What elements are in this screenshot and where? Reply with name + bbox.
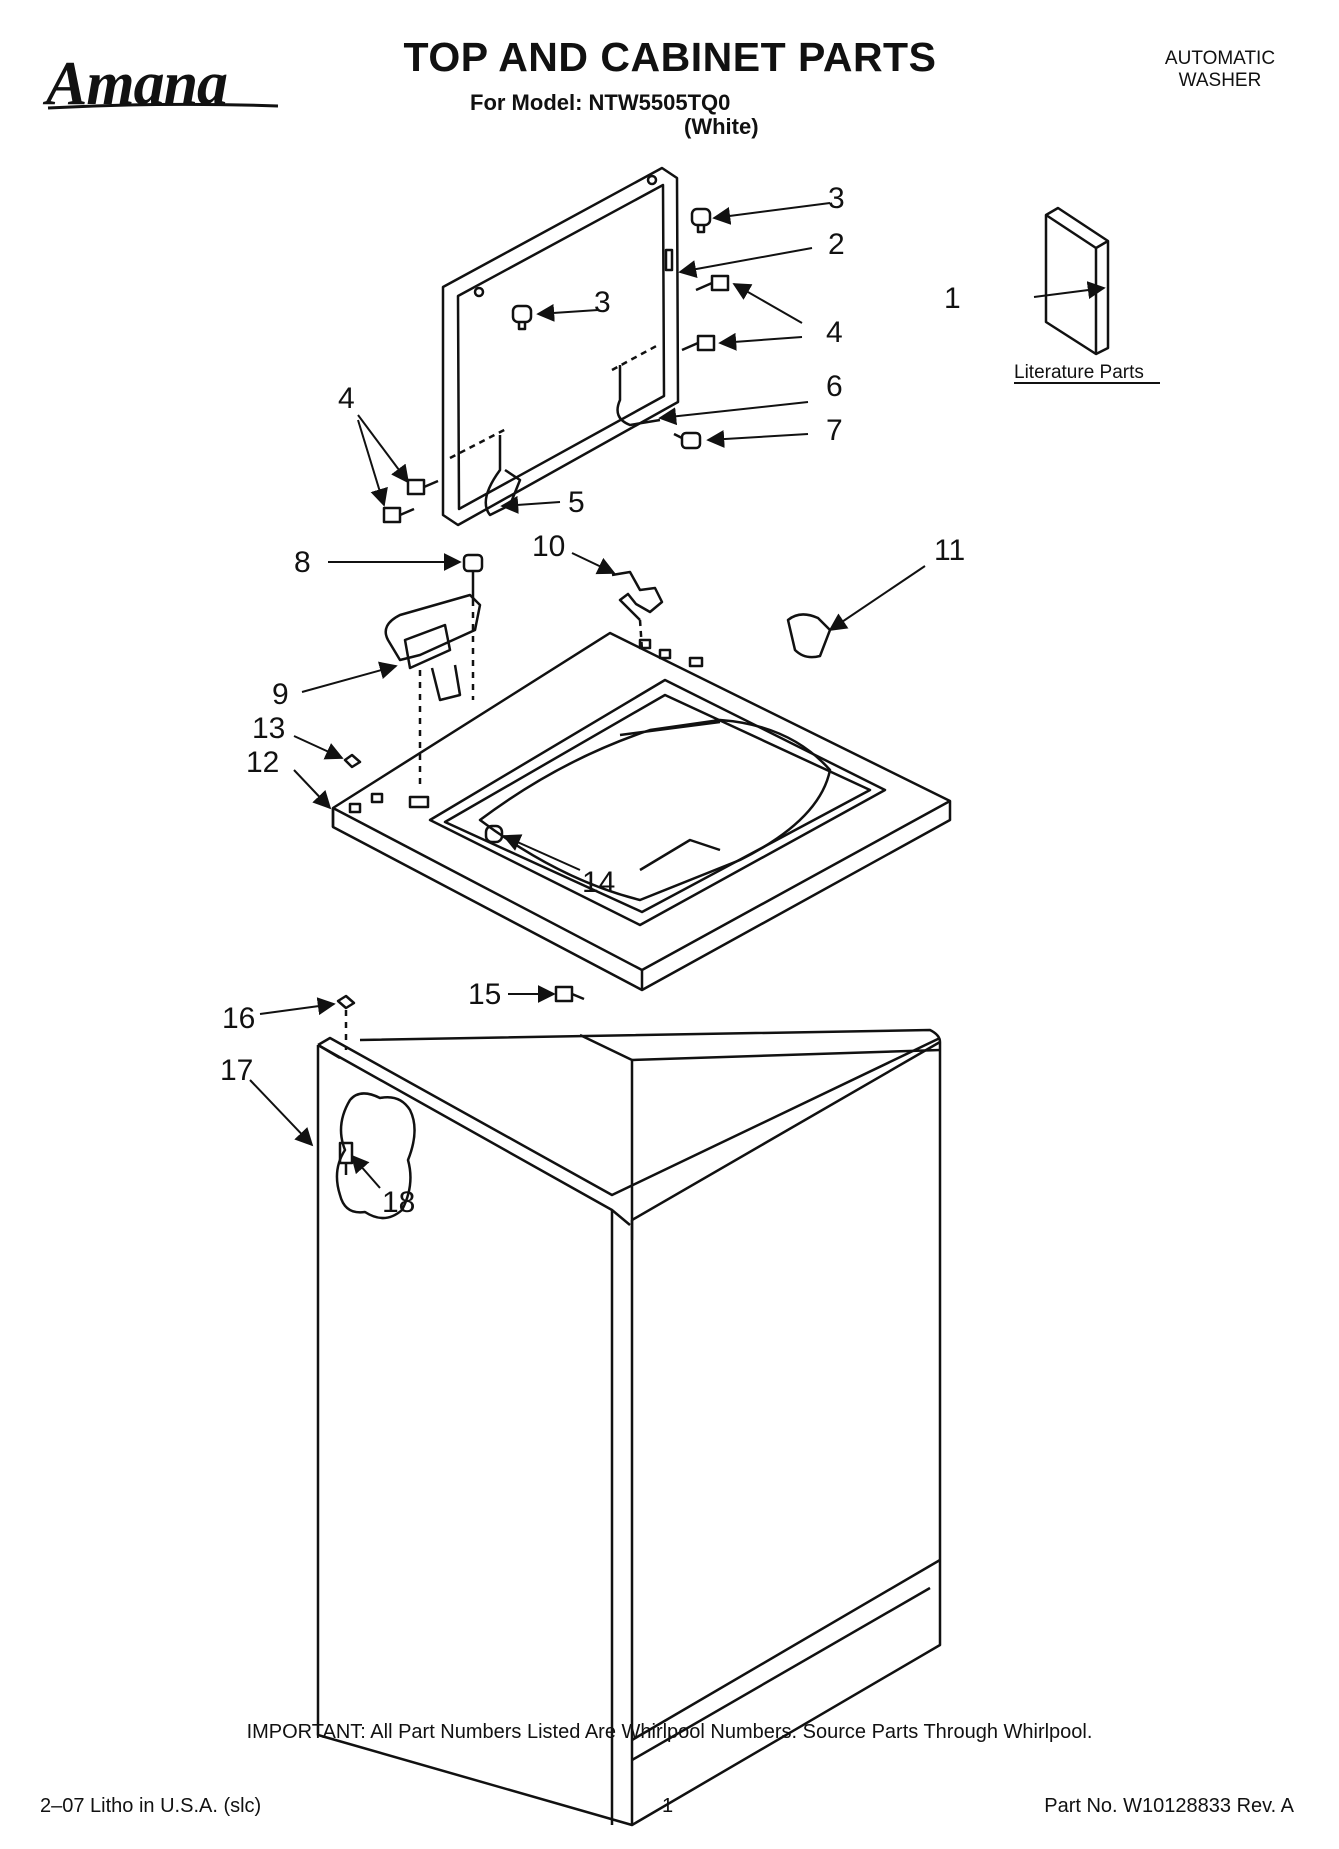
clip-13 [343,753,362,769]
fabric-softener-dispenser [786,613,832,659]
leader-4-right-a [732,283,803,324]
lid-switch [384,593,482,790]
callout-2: 2 [828,228,845,261]
leader-4-left-b [357,419,388,507]
screw-upper-right-b [681,334,716,352]
leader-9 [301,661,398,693]
color-line: (White) [684,114,759,139]
page-number: 1 [662,1795,674,1817]
hinge-rod-rear [616,365,661,427]
product-type-line2: WASHER [1178,70,1262,91]
important-note: IMPORTANT: All Part Numbers Listed Are W… [246,1721,1093,1743]
callout-11: 11 [934,534,965,567]
leader-7 [706,430,809,449]
tub-ring-grommet [484,824,504,844]
screw-left-b [382,506,415,524]
callout-18: 18 [382,1186,415,1219]
leader-16 [259,997,336,1016]
litho-info: 2–07 Litho in U.S.A. (slc) [40,1795,262,1817]
callout-17: 17 [220,1054,253,1087]
callout-8: 8 [294,546,311,579]
callout-4-left: 4 [338,382,355,415]
switch-screw [462,553,484,700]
callout-3-left: 3 [594,286,611,319]
callout-9: 9 [272,678,289,711]
screw-left-a [406,478,439,496]
literature-booklet [1044,206,1110,356]
hinge-rod-front [484,435,522,517]
callout-7: 7 [826,414,843,447]
callout-15: 15 [468,978,501,1011]
leader-18 [350,1154,381,1189]
leader-17 [249,1079,314,1147]
literature-parts-label: Literature Parts [1014,362,1144,383]
callout-1: 1 [944,282,961,315]
callout-12: 12 [246,746,279,779]
callout-10: 10 [532,530,565,563]
model-line: For Model: NTW5505TQ0 [470,90,731,115]
leader-10 [571,552,616,575]
leader-11 [828,565,926,632]
callout-3-upper: 3 [828,182,845,215]
product-type: AUTOMATIC WASHER [1125,48,1315,92]
lid-bumper-upper [690,207,712,234]
lid-frame [441,166,680,527]
top-screw [554,985,585,1003]
leader-12 [293,769,332,810]
leader-3-upper [712,202,831,225]
leader-2 [678,247,813,278]
leader-6 [658,401,809,426]
leader-5 [500,495,561,514]
clip-16 [336,994,356,1010]
leader-3-left [536,303,599,322]
washer-top [331,631,952,992]
callout-5: 5 [568,486,585,519]
part-number: Part No. W10128833 Rev. A [1044,1795,1294,1817]
callout-13: 13 [252,712,285,745]
callout-4-right: 4 [826,316,843,349]
amana-logo: Amana [42,50,279,118]
leader-4-right-b [718,332,803,351]
page-title: TOP AND CABINET PARTS [403,34,937,80]
cabinet [316,1028,942,1827]
leader-14 [502,834,581,871]
lid-bushing [673,431,702,450]
product-type-line1: AUTOMATIC [1164,48,1276,69]
lid-bumper-left [511,304,533,331]
leader-1 [1033,281,1106,299]
callout-6: 6 [826,370,843,403]
screw-upper-right-a [695,274,730,292]
cabinet-cutaway [335,1092,416,1220]
leader-4-left-a [357,414,410,484]
actuator-clip [611,570,664,621]
callout-16: 16 [222,1002,255,1035]
callout-14: 14 [582,866,615,899]
leader-13 [293,735,344,760]
